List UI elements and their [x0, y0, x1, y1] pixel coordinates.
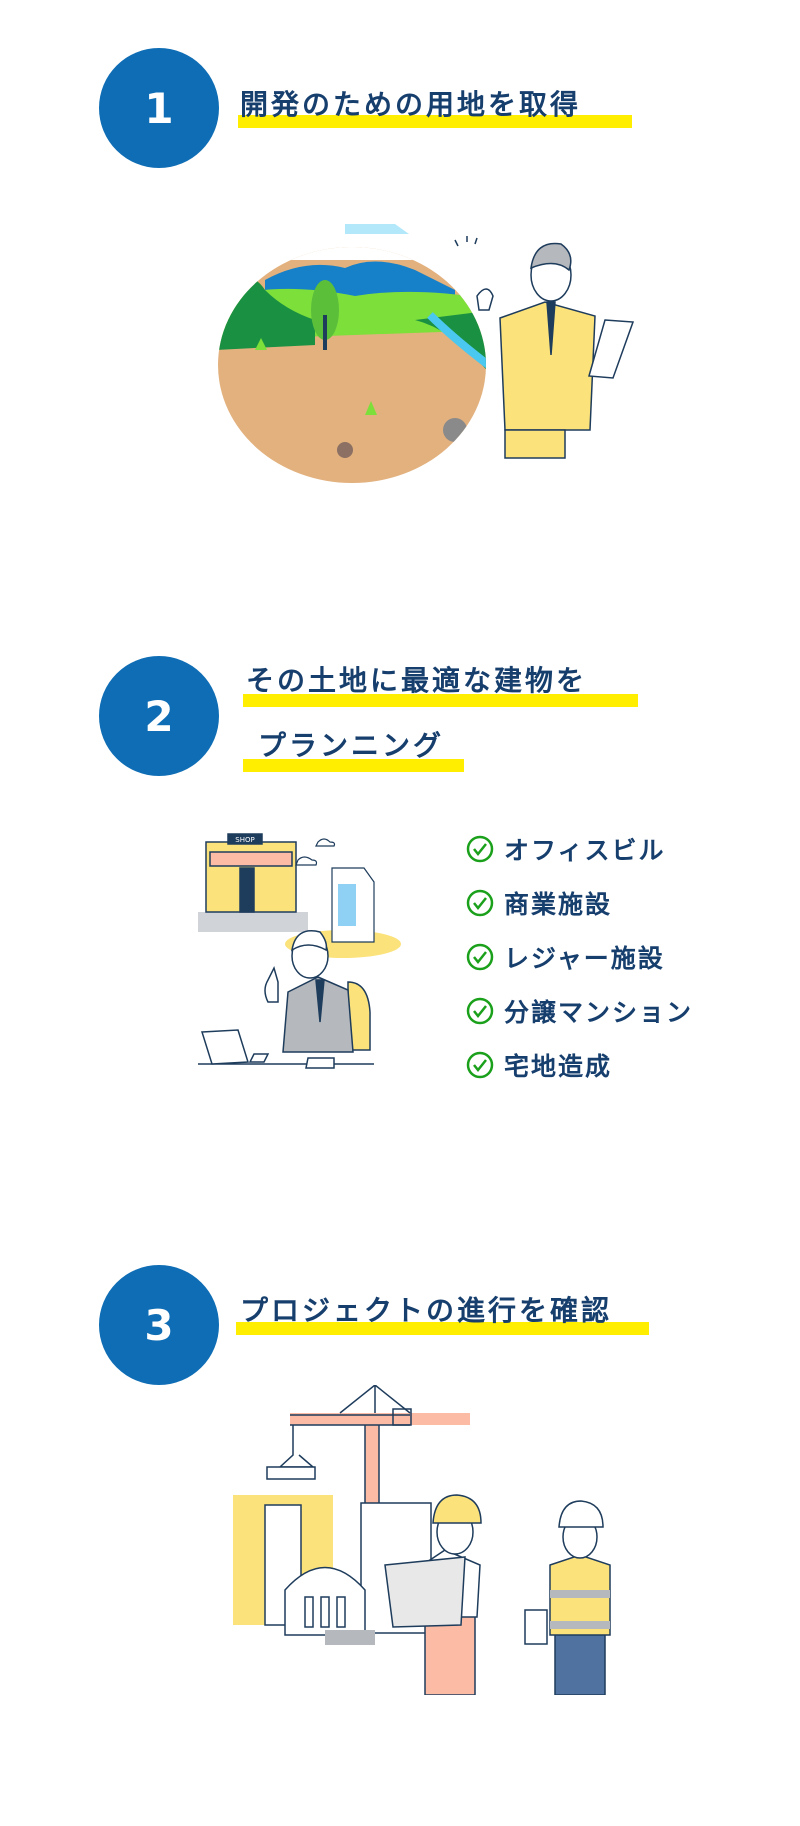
check-circle-icon [466, 997, 494, 1025]
businessman-thumbs-up-icon [198, 930, 374, 1069]
step-2-badge: 2 [99, 656, 219, 776]
step-3-badge: 3 [99, 1265, 219, 1385]
engineer-with-blueprint-icon [384, 1494, 482, 1695]
land-acquisition-illustration [218, 224, 635, 483]
check-circle-icon [466, 943, 494, 971]
step-1-title: 開発のための用地を取得 [240, 88, 582, 121]
crane-icon [266, 1385, 470, 1505]
check-circle-icon [466, 835, 494, 863]
businessman-with-tablet-icon [454, 236, 635, 459]
title-highlight [236, 1322, 649, 1335]
cloud-icon [345, 224, 409, 234]
title-highlight [238, 115, 632, 128]
title-highlight [243, 759, 464, 772]
step-2-title-line2: プランニング [258, 729, 445, 762]
list-item: 宅地造成 [466, 1038, 693, 1092]
check-circle-icon [466, 1051, 494, 1079]
list-item: 商業施設 [466, 876, 693, 930]
buildings-icon [233, 1495, 432, 1645]
engineer-with-radio-icon [524, 1500, 611, 1695]
list-item: オフィスビル [466, 822, 693, 876]
list-item: 分譲マンション [466, 984, 693, 1038]
step-3-title: プロジェクトの進行を確認 [240, 1294, 613, 1327]
landscape-icon [218, 247, 486, 483]
svg-text:SHOP: SHOP [235, 836, 254, 844]
list-item: レジャー施設 [466, 930, 693, 984]
construction-site-illustration [233, 1385, 611, 1695]
step-1-badge: 1 [99, 48, 219, 168]
building-types-list: オフィスビル 商業施設 レジャー施設 分譲マンション 宅地造成 [466, 822, 693, 1092]
planning-illustration: SHOP [198, 833, 401, 1069]
shop-building-icon: SHOP [198, 833, 308, 932]
check-circle-icon [466, 889, 494, 917]
step-2-title-line1: その土地に最適な建物を [246, 664, 588, 697]
title-highlight [243, 694, 638, 707]
